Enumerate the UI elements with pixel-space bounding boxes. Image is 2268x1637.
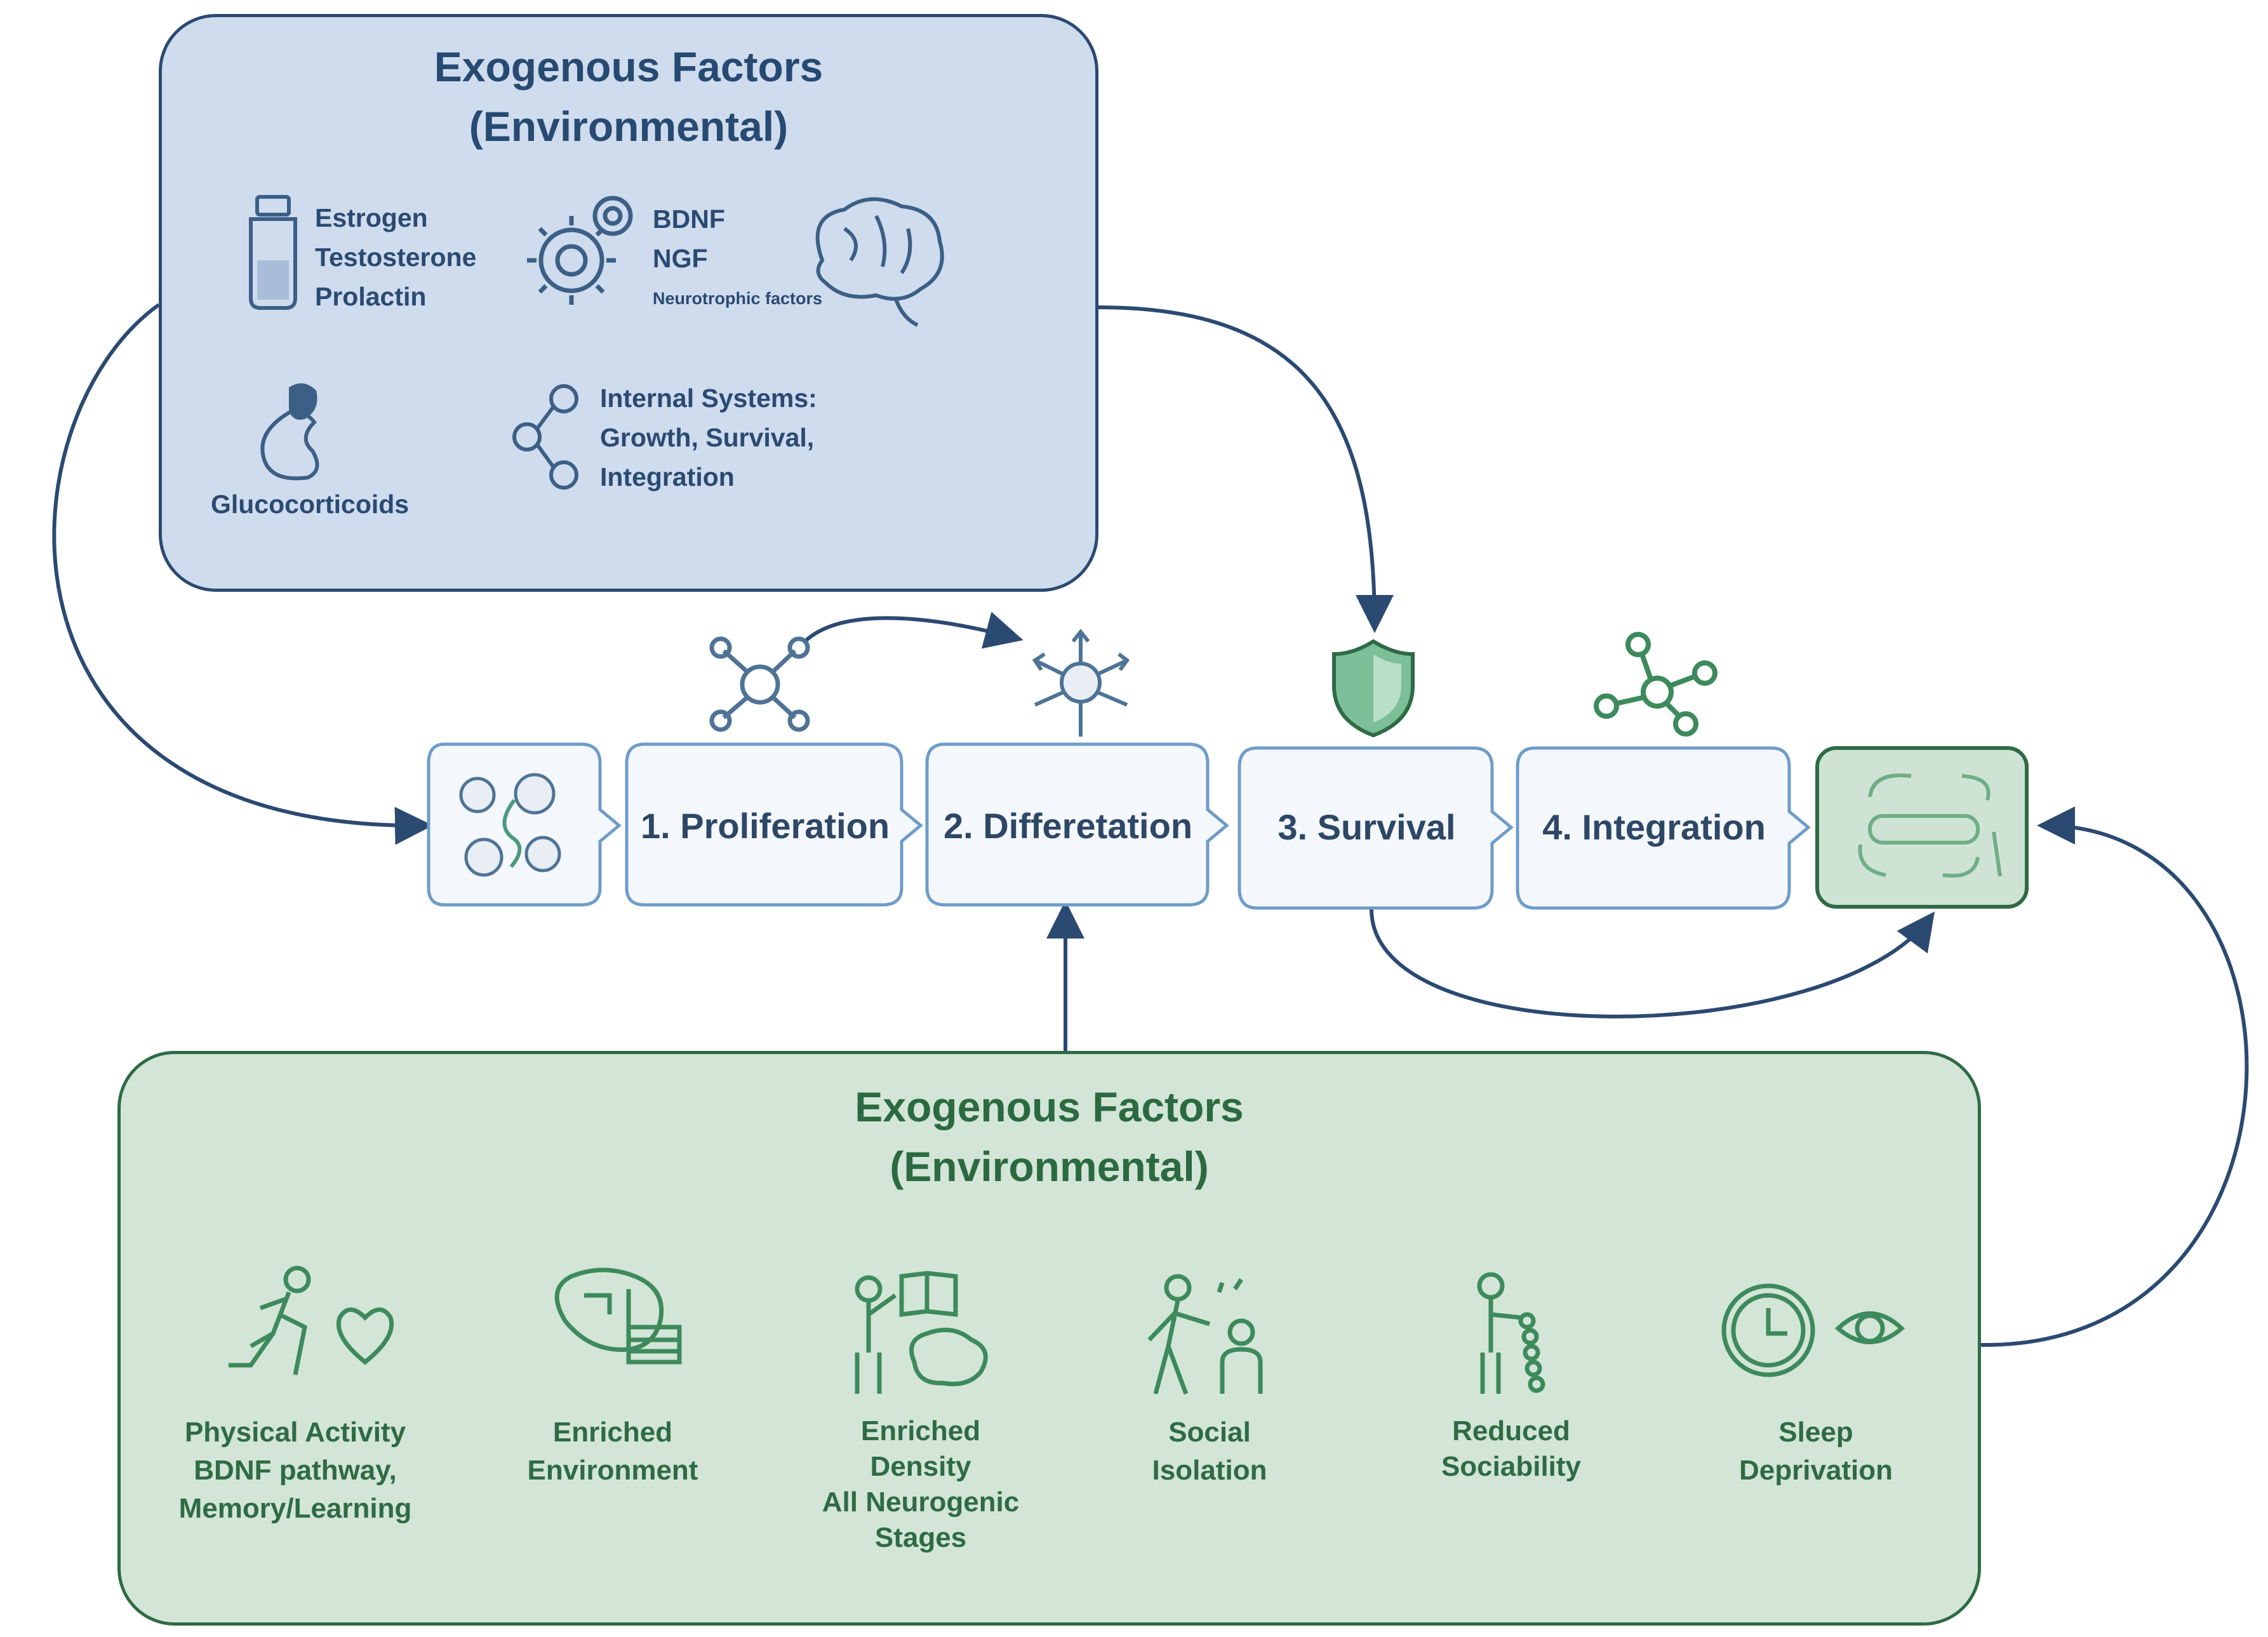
brain-icon <box>815 197 944 327</box>
arrow-survival-to-final <box>1370 909 1935 1019</box>
neurotrophic-caption: Neurotrophic factors <box>653 289 823 308</box>
integrated-circuit-icon <box>1858 773 2002 878</box>
reduced-sociability-label: Reduced Sociability <box>1441 1415 1582 1482</box>
running-heart-icon <box>229 1266 394 1375</box>
internal-systems-label: Internal Systems: Growth, Survival, Inte… <box>600 384 817 491</box>
teacher-brain-icon <box>855 1271 988 1394</box>
stem-cell-box <box>427 742 622 907</box>
proliferating-cell-icon <box>709 636 810 732</box>
proliferation-box <box>625 742 923 907</box>
endogenous-panel <box>159 14 1098 592</box>
arrow-top-to-survival <box>1098 305 1394 633</box>
gears-icon <box>527 196 633 305</box>
arrow-bottom-to-final <box>1980 806 2249 1347</box>
enriched-environment-label: Enriched Environment <box>527 1417 698 1486</box>
stage-differentiation: 2. Differetation <box>943 806 1193 846</box>
social-isolation-label: Social Isolation <box>1152 1417 1267 1486</box>
neuron-icon <box>1032 629 1130 737</box>
exogenous-title: Exogenous Factors (Environmental) <box>855 1083 1244 1190</box>
differentiation-box <box>925 742 1229 907</box>
vial-icon <box>249 195 297 310</box>
connection-nodes-icon <box>512 384 578 490</box>
neurotrophic-list: BDNF NGF <box>653 204 725 273</box>
stage-survival: 3. Survival <box>1277 807 1456 847</box>
sleep-deprivation-label: Sleep Deprivation <box>1738 1417 1893 1486</box>
reduced-sociability-icon <box>1477 1272 1545 1394</box>
social-isolation-icon <box>1147 1274 1263 1395</box>
adrenal-gland-icon <box>260 383 319 481</box>
stage-boxes <box>427 742 1811 910</box>
arrow-top-to-start <box>52 303 433 845</box>
stage-proliferation: 1. Proliferation <box>640 806 890 846</box>
survival-box <box>1237 746 1514 910</box>
exogenous-panel <box>117 1051 1981 1626</box>
final-stage-box <box>1815 746 2029 909</box>
network-icon <box>1594 632 1718 737</box>
endogenous-title: Exogenous Factors (Environmental) <box>434 43 824 150</box>
glucocorticoids-label: Glucocorticoids <box>211 490 410 519</box>
physical-activity-label: Physical Activity BDNF pathway, Memory/L… <box>178 1417 412 1524</box>
clock-eye-icon <box>1721 1283 1905 1377</box>
connector-arrows <box>52 303 2249 1347</box>
stem-cell-cluster-icon <box>459 773 561 877</box>
hormone-list: Estrogen Testosterone Prolactin <box>315 203 477 311</box>
brain-maze-icon <box>554 1267 682 1365</box>
integration-box <box>1516 746 1811 910</box>
shield-icon <box>1332 639 1415 738</box>
arrow-proliferation-to-differentiation <box>805 611 1024 649</box>
enriched-density-label: Enriched Density All Neurogenic Stages <box>822 1415 1020 1553</box>
stage-integration: 4. Integration <box>1542 807 1766 847</box>
